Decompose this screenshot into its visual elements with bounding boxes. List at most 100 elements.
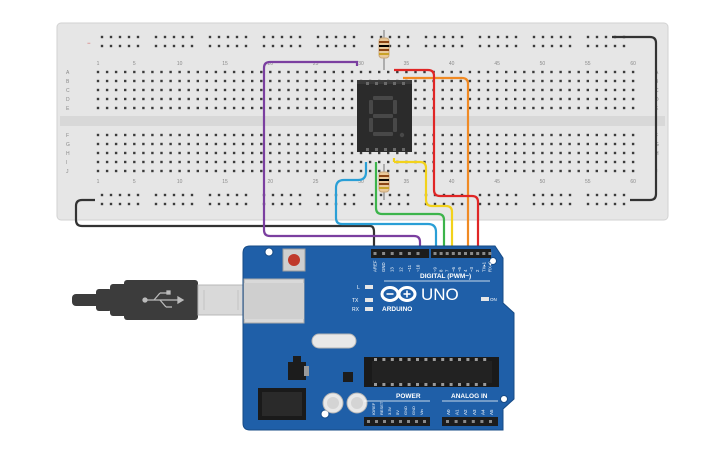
rail-hole[interactable] xyxy=(280,193,284,197)
breadboard-hole[interactable] xyxy=(105,169,109,173)
breadboard-hole[interactable] xyxy=(323,151,326,155)
rail-hole[interactable] xyxy=(442,35,446,39)
rail-hole[interactable] xyxy=(451,44,455,48)
rail-hole[interactable] xyxy=(136,44,140,48)
breadboard-hole[interactable] xyxy=(595,97,598,101)
breadboard-hole[interactable] xyxy=(223,169,227,173)
breadboard-hole[interactable] xyxy=(323,142,326,146)
breadboard-hole[interactable] xyxy=(613,106,617,110)
breadboard-hole[interactable] xyxy=(495,70,499,74)
rail-hole[interactable] xyxy=(190,44,194,48)
rail-hole[interactable] xyxy=(316,35,320,39)
breadboard-hole[interactable] xyxy=(133,169,136,173)
breadboard-hole[interactable] xyxy=(205,70,208,74)
breadboard-hole[interactable] xyxy=(441,160,444,164)
rail-hole[interactable] xyxy=(460,35,464,39)
breadboard-hole[interactable] xyxy=(187,160,190,164)
breadboard-hole[interactable] xyxy=(241,133,245,137)
breadboard-hole[interactable] xyxy=(260,169,263,173)
rail-hole[interactable] xyxy=(388,35,392,39)
breadboard-hole[interactable] xyxy=(359,160,363,164)
breadboard-hole[interactable] xyxy=(187,106,190,110)
breadboard-hole[interactable] xyxy=(251,133,254,137)
breadboard-hole[interactable] xyxy=(477,169,481,173)
breadboard-hole[interactable] xyxy=(332,160,335,164)
breadboard-hole[interactable] xyxy=(160,160,163,164)
rail-hole[interactable] xyxy=(298,202,302,206)
rail-hole[interactable] xyxy=(397,35,401,39)
breadboard-hole[interactable] xyxy=(269,133,272,137)
breadboard-hole[interactable] xyxy=(477,88,481,92)
header-pin[interactable] xyxy=(382,252,386,255)
breadboard-hole[interactable] xyxy=(96,97,100,101)
breadboard-hole[interactable] xyxy=(241,160,245,164)
breadboard-hole[interactable] xyxy=(332,79,335,83)
breadboard-hole[interactable] xyxy=(151,70,154,74)
breadboard-hole[interactable] xyxy=(160,70,163,74)
rail-hole[interactable] xyxy=(388,44,392,48)
breadboard-hole[interactable] xyxy=(232,160,236,164)
header-pin[interactable] xyxy=(416,252,420,255)
breadboard-hole[interactable] xyxy=(396,169,399,173)
breadboard-hole[interactable] xyxy=(114,106,118,110)
breadboard-hole[interactable] xyxy=(205,106,208,110)
breadboard-hole[interactable] xyxy=(405,151,408,155)
rail-hole[interactable] xyxy=(424,35,428,39)
rail-hole[interactable] xyxy=(487,193,491,197)
breadboard-hole[interactable] xyxy=(595,169,598,173)
rail-hole[interactable] xyxy=(172,193,176,197)
breadboard-hole[interactable] xyxy=(631,142,635,146)
breadboard-hole[interactable] xyxy=(577,169,580,173)
rail-hole[interactable] xyxy=(379,35,383,39)
breadboard-hole[interactable] xyxy=(631,97,635,101)
breadboard-hole[interactable] xyxy=(114,79,118,83)
rail-hole[interactable] xyxy=(487,202,491,206)
breadboard-hole[interactable] xyxy=(586,106,589,110)
breadboard-hole[interactable] xyxy=(114,160,118,164)
breadboard-hole[interactable] xyxy=(151,79,154,83)
rail-hole[interactable] xyxy=(406,35,410,39)
breadboard-hole[interactable] xyxy=(459,88,462,92)
rail-hole[interactable] xyxy=(181,44,185,48)
breadboard-hole[interactable] xyxy=(450,79,453,83)
rail-hole[interactable] xyxy=(226,193,230,197)
breadboard-hole[interactable] xyxy=(568,133,571,137)
breadboard-hole[interactable] xyxy=(124,97,127,101)
breadboard-hole[interactable] xyxy=(232,142,236,146)
breadboard-hole[interactable] xyxy=(133,160,136,164)
rail-hole[interactable] xyxy=(154,44,158,48)
breadboard-hole[interactable] xyxy=(559,97,562,101)
breadboard-hole[interactable] xyxy=(359,151,363,155)
rail-hole[interactable] xyxy=(298,193,302,197)
rail-hole[interactable] xyxy=(613,193,617,197)
breadboard-hole[interactable] xyxy=(296,97,299,101)
breadboard-hole[interactable] xyxy=(387,160,390,164)
breadboard-hole[interactable] xyxy=(514,169,517,173)
breadboard-hole[interactable] xyxy=(314,79,317,83)
breadboard-hole[interactable] xyxy=(296,169,299,173)
breadboard-hole[interactable] xyxy=(450,160,453,164)
breadboard-hole[interactable] xyxy=(459,142,462,146)
breadboard-hole[interactable] xyxy=(514,79,517,83)
breadboard-hole[interactable] xyxy=(586,151,589,155)
breadboard-hole[interactable] xyxy=(523,169,526,173)
breadboard-hole[interactable] xyxy=(269,88,272,92)
breadboard-hole[interactable] xyxy=(532,97,535,101)
breadboard-hole[interactable] xyxy=(568,79,571,83)
breadboard-hole[interactable] xyxy=(613,97,617,101)
breadboard-hole[interactable] xyxy=(586,142,589,146)
rail-hole[interactable] xyxy=(622,193,626,197)
rail-hole[interactable] xyxy=(388,193,392,197)
breadboard-hole[interactable] xyxy=(505,97,508,101)
breadboard-hole[interactable] xyxy=(568,70,571,74)
breadboard-hole[interactable] xyxy=(441,151,444,155)
breadboard-hole[interactable] xyxy=(495,142,499,146)
wire-green[interactable] xyxy=(374,162,446,250)
rail-hole[interactable] xyxy=(118,35,122,39)
breadboard-hole[interactable] xyxy=(622,142,626,146)
breadboard-hole[interactable] xyxy=(323,88,326,92)
breadboard-hole[interactable] xyxy=(214,151,218,155)
breadboard-hole[interactable] xyxy=(541,70,544,74)
breadboard-hole[interactable] xyxy=(241,151,245,155)
rail-hole[interactable] xyxy=(172,35,176,39)
